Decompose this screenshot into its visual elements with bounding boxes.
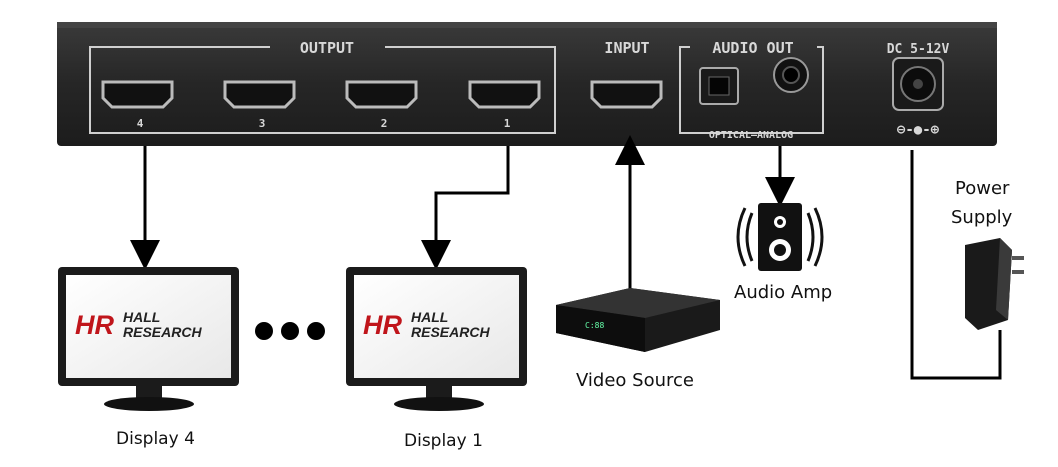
display-4-label: Display 4 [116,429,195,449]
dc-power-input: DC 5-12V ⊖-●-⊕ [887,42,950,138]
arrow-output1-to-display1 [421,146,510,270]
port-number: 4 [137,117,144,130]
hdmi-output-port-3: 3 [223,80,296,130]
brand-logo-mark: HR [75,310,114,340]
brand-logo-mark: HR [363,310,402,340]
audio-amp-label: Audio Amp [734,282,833,303]
brand-line-1: HALL [411,309,448,325]
video-source-label: Video Source [576,370,694,391]
hdmi-port-icon [223,80,296,109]
stb-display: C:88 [585,321,604,330]
input-label: INPUT [604,39,649,57]
speaker-icon [736,203,824,271]
hdmi-output-port-2: 2 [345,80,418,130]
power-adapter-icon [965,238,1024,330]
hdmi-input-port: INPUT [590,39,663,109]
output-group: OUTPUT [89,39,556,134]
hdmi-port-icon [345,80,418,109]
output-label: OUTPUT [300,39,354,57]
hdmi-output-port-1: 1 [468,80,541,130]
power-supply-label-line1: Power [955,178,1010,199]
brand-line-2: RESEARCH [411,324,490,340]
polarity-symbol: ⊖-●-⊕ [897,122,940,138]
hdmi-output-port-4: 4 [101,80,174,130]
power-cable [910,150,1002,380]
dc-label: DC 5-12V [887,42,950,57]
connection-lines [130,135,1002,380]
hdmi-port-icon [101,80,174,109]
display-4-monitor: HR HALL RESEARCH [58,267,239,411]
display-1-label: Display 1 [404,431,483,451]
port-number: 3 [259,117,266,130]
brand-line-2: RESEARCH [123,324,202,340]
hdmi-port-icon [468,80,541,109]
optical-analog-label: OPTICAL—ANALOG [709,130,793,141]
display-1-monitor: HR HALL RESEARCH [346,267,527,411]
more-displays-ellipsis [255,322,325,340]
device-back-panel: OUTPUT 4 3 2 1 INPUT AUDIO OUT [57,22,997,146]
power-supply-label-line2: Supply [951,207,1013,228]
port-number: 2 [381,117,388,130]
brand-line-1: HALL [123,309,160,325]
hdmi-port-icon [590,80,663,109]
port-number: 1 [504,117,511,130]
set-top-box-icon: C:88 [556,288,720,352]
audio-out-label: AUDIO OUT [712,39,793,57]
audio-out-group: AUDIO OUT OPTICAL—ANALOG [679,39,824,141]
